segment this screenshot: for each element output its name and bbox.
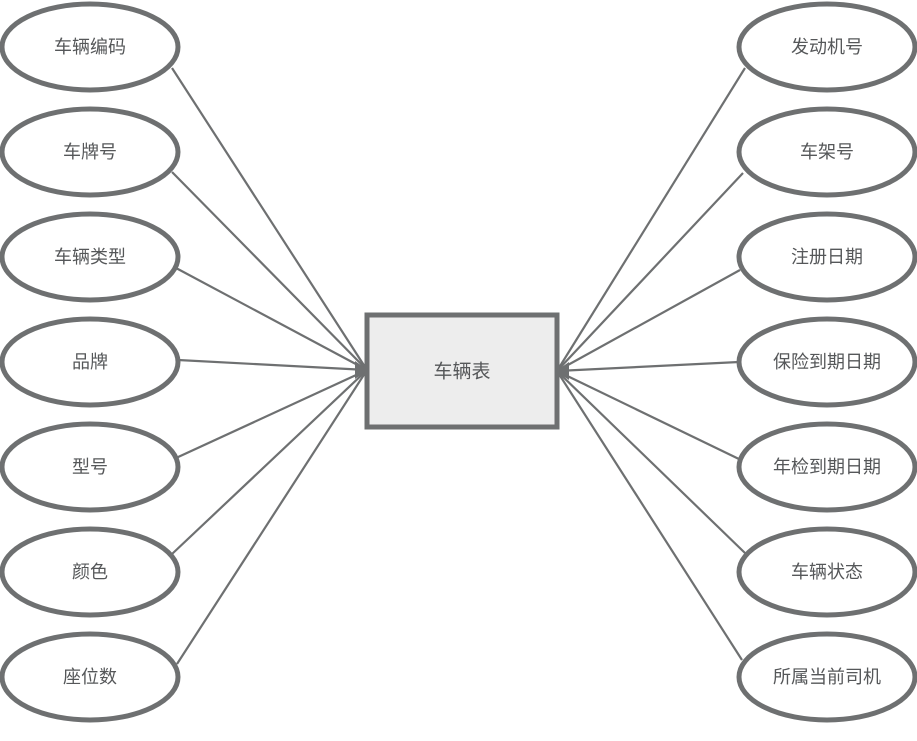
edge-left-5 <box>171 369 368 555</box>
attribute-label: 型号 <box>72 457 108 478</box>
arrow-head-right <box>556 362 569 380</box>
attribute-node-left-4[interactable]: 型号 <box>0 421 181 513</box>
attribute-node-right-0[interactable]: 发动机号 <box>736 1 917 93</box>
attribute-ellipse[interactable] <box>736 316 917 408</box>
attribute-label: 车架号 <box>800 142 854 163</box>
edge-left-3 <box>177 358 368 372</box>
attribute-ellipse[interactable] <box>0 1 181 93</box>
attribute-label: 年检到期日期 <box>773 457 881 478</box>
attribute-ellipse[interactable] <box>736 631 917 723</box>
edge-left-1 <box>171 171 368 371</box>
edge-right-3 <box>556 360 740 373</box>
arrow-heads <box>355 361 569 380</box>
attribute-node-left-0[interactable]: 车辆编码 <box>0 1 181 93</box>
attribute-node-left-3[interactable]: 品牌 <box>0 316 181 408</box>
attribute-node-left-1[interactable]: 车牌号 <box>0 106 181 198</box>
attribute-node-left-6[interactable]: 座位数 <box>0 631 181 723</box>
entity-node: 车辆表 <box>364 312 560 430</box>
attribute-label: 车辆状态 <box>791 562 863 583</box>
attribute-node-right-3[interactable]: 保险到期日期 <box>736 316 917 408</box>
attribute-ellipse[interactable] <box>0 211 181 303</box>
edge-left-4 <box>175 369 368 459</box>
entity-label: 车辆表 <box>433 361 490 383</box>
edge-left-2 <box>175 267 368 371</box>
attribute-ellipse[interactable] <box>736 106 917 198</box>
attribute-label: 颜色 <box>72 562 108 583</box>
attribute-ellipse[interactable] <box>736 526 917 618</box>
edge-right-6 <box>556 370 743 661</box>
connector-lines <box>171 67 746 665</box>
attribute-label: 保险到期日期 <box>773 352 881 373</box>
attribute-ellipse[interactable] <box>0 421 181 513</box>
edge-right-1 <box>556 172 744 372</box>
attribute-label: 车辆类型 <box>54 247 126 268</box>
edge-right-4 <box>556 370 742 461</box>
edge-right-5 <box>556 370 746 554</box>
attribute-label: 车牌号 <box>63 142 117 163</box>
attribute-ellipse[interactable] <box>0 106 181 198</box>
attribute-ellipse[interactable] <box>736 211 917 303</box>
attribute-node-right-4[interactable]: 年检到期日期 <box>736 421 917 513</box>
attribute-node-right-6[interactable]: 所属当前司机 <box>736 631 917 723</box>
attribute-ellipse[interactable] <box>0 631 181 723</box>
edge-right-2 <box>556 269 741 372</box>
entity-rectangle-vehicle-table[interactable] <box>364 312 560 430</box>
attribute-ellipse[interactable] <box>0 526 181 618</box>
attribute-label: 发动机号 <box>791 37 863 58</box>
attribute-ellipse[interactable] <box>736 421 917 513</box>
attribute-label: 品牌 <box>72 352 108 373</box>
attribute-ellipse[interactable] <box>0 316 181 408</box>
attribute-node-right-2[interactable]: 注册日期 <box>736 211 917 303</box>
arrow-head-left <box>355 361 368 379</box>
edge-right-0 <box>556 67 746 372</box>
attribute-label: 注册日期 <box>791 247 863 268</box>
attribute-label: 车辆编码 <box>54 37 126 58</box>
edge-left-0 <box>171 67 368 371</box>
edge-left-6 <box>176 369 368 665</box>
attribute-node-right-1[interactable]: 车架号 <box>736 106 917 198</box>
attribute-label: 座位数 <box>63 667 117 688</box>
attribute-node-right-5[interactable]: 车辆状态 <box>736 526 917 618</box>
attribute-node-left-5[interactable]: 颜色 <box>0 526 181 618</box>
attribute-label: 所属当前司机 <box>773 667 881 688</box>
attribute-ellipse[interactable] <box>736 1 917 93</box>
attribute-node-left-2[interactable]: 车辆类型 <box>0 211 181 303</box>
